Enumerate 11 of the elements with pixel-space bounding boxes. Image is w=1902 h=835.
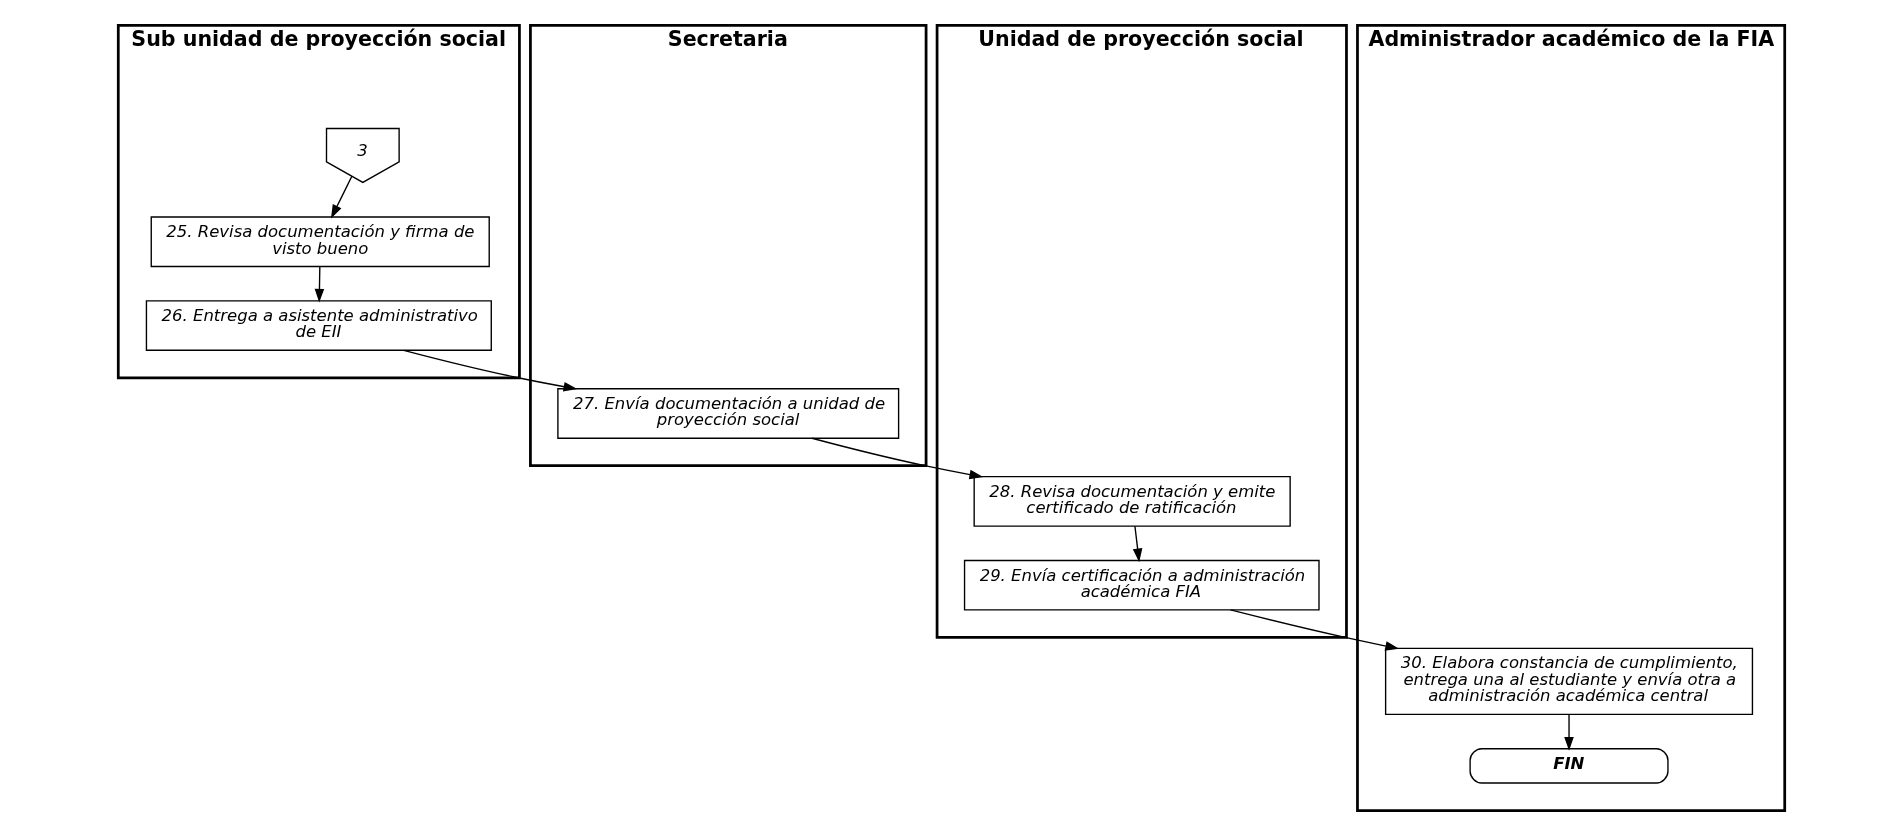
node-box: 26. Entrega a asistente administrativo de EII [145,299,492,351]
node-box: 29. Envía certificación a administración académica FIA [963,559,1320,611]
node-box: 30. Elabora constancia de cumplimiento, entrega una al estudiante y envía otra a administración académica central [1384,647,1753,715]
node-box: FIN [1468,747,1669,784]
node-box: 27. Envía documentación a unidad de proyección social [556,387,899,439]
arrow [314,265,324,303]
node-box: 28. Revisa documentación y emite certificado de ratificación [973,475,1291,527]
arrow [1132,525,1142,562]
node-box: 25. Revisa documentación y firma de visto bueno [150,215,490,267]
arrow [1563,713,1574,751]
arrow [330,175,353,219]
